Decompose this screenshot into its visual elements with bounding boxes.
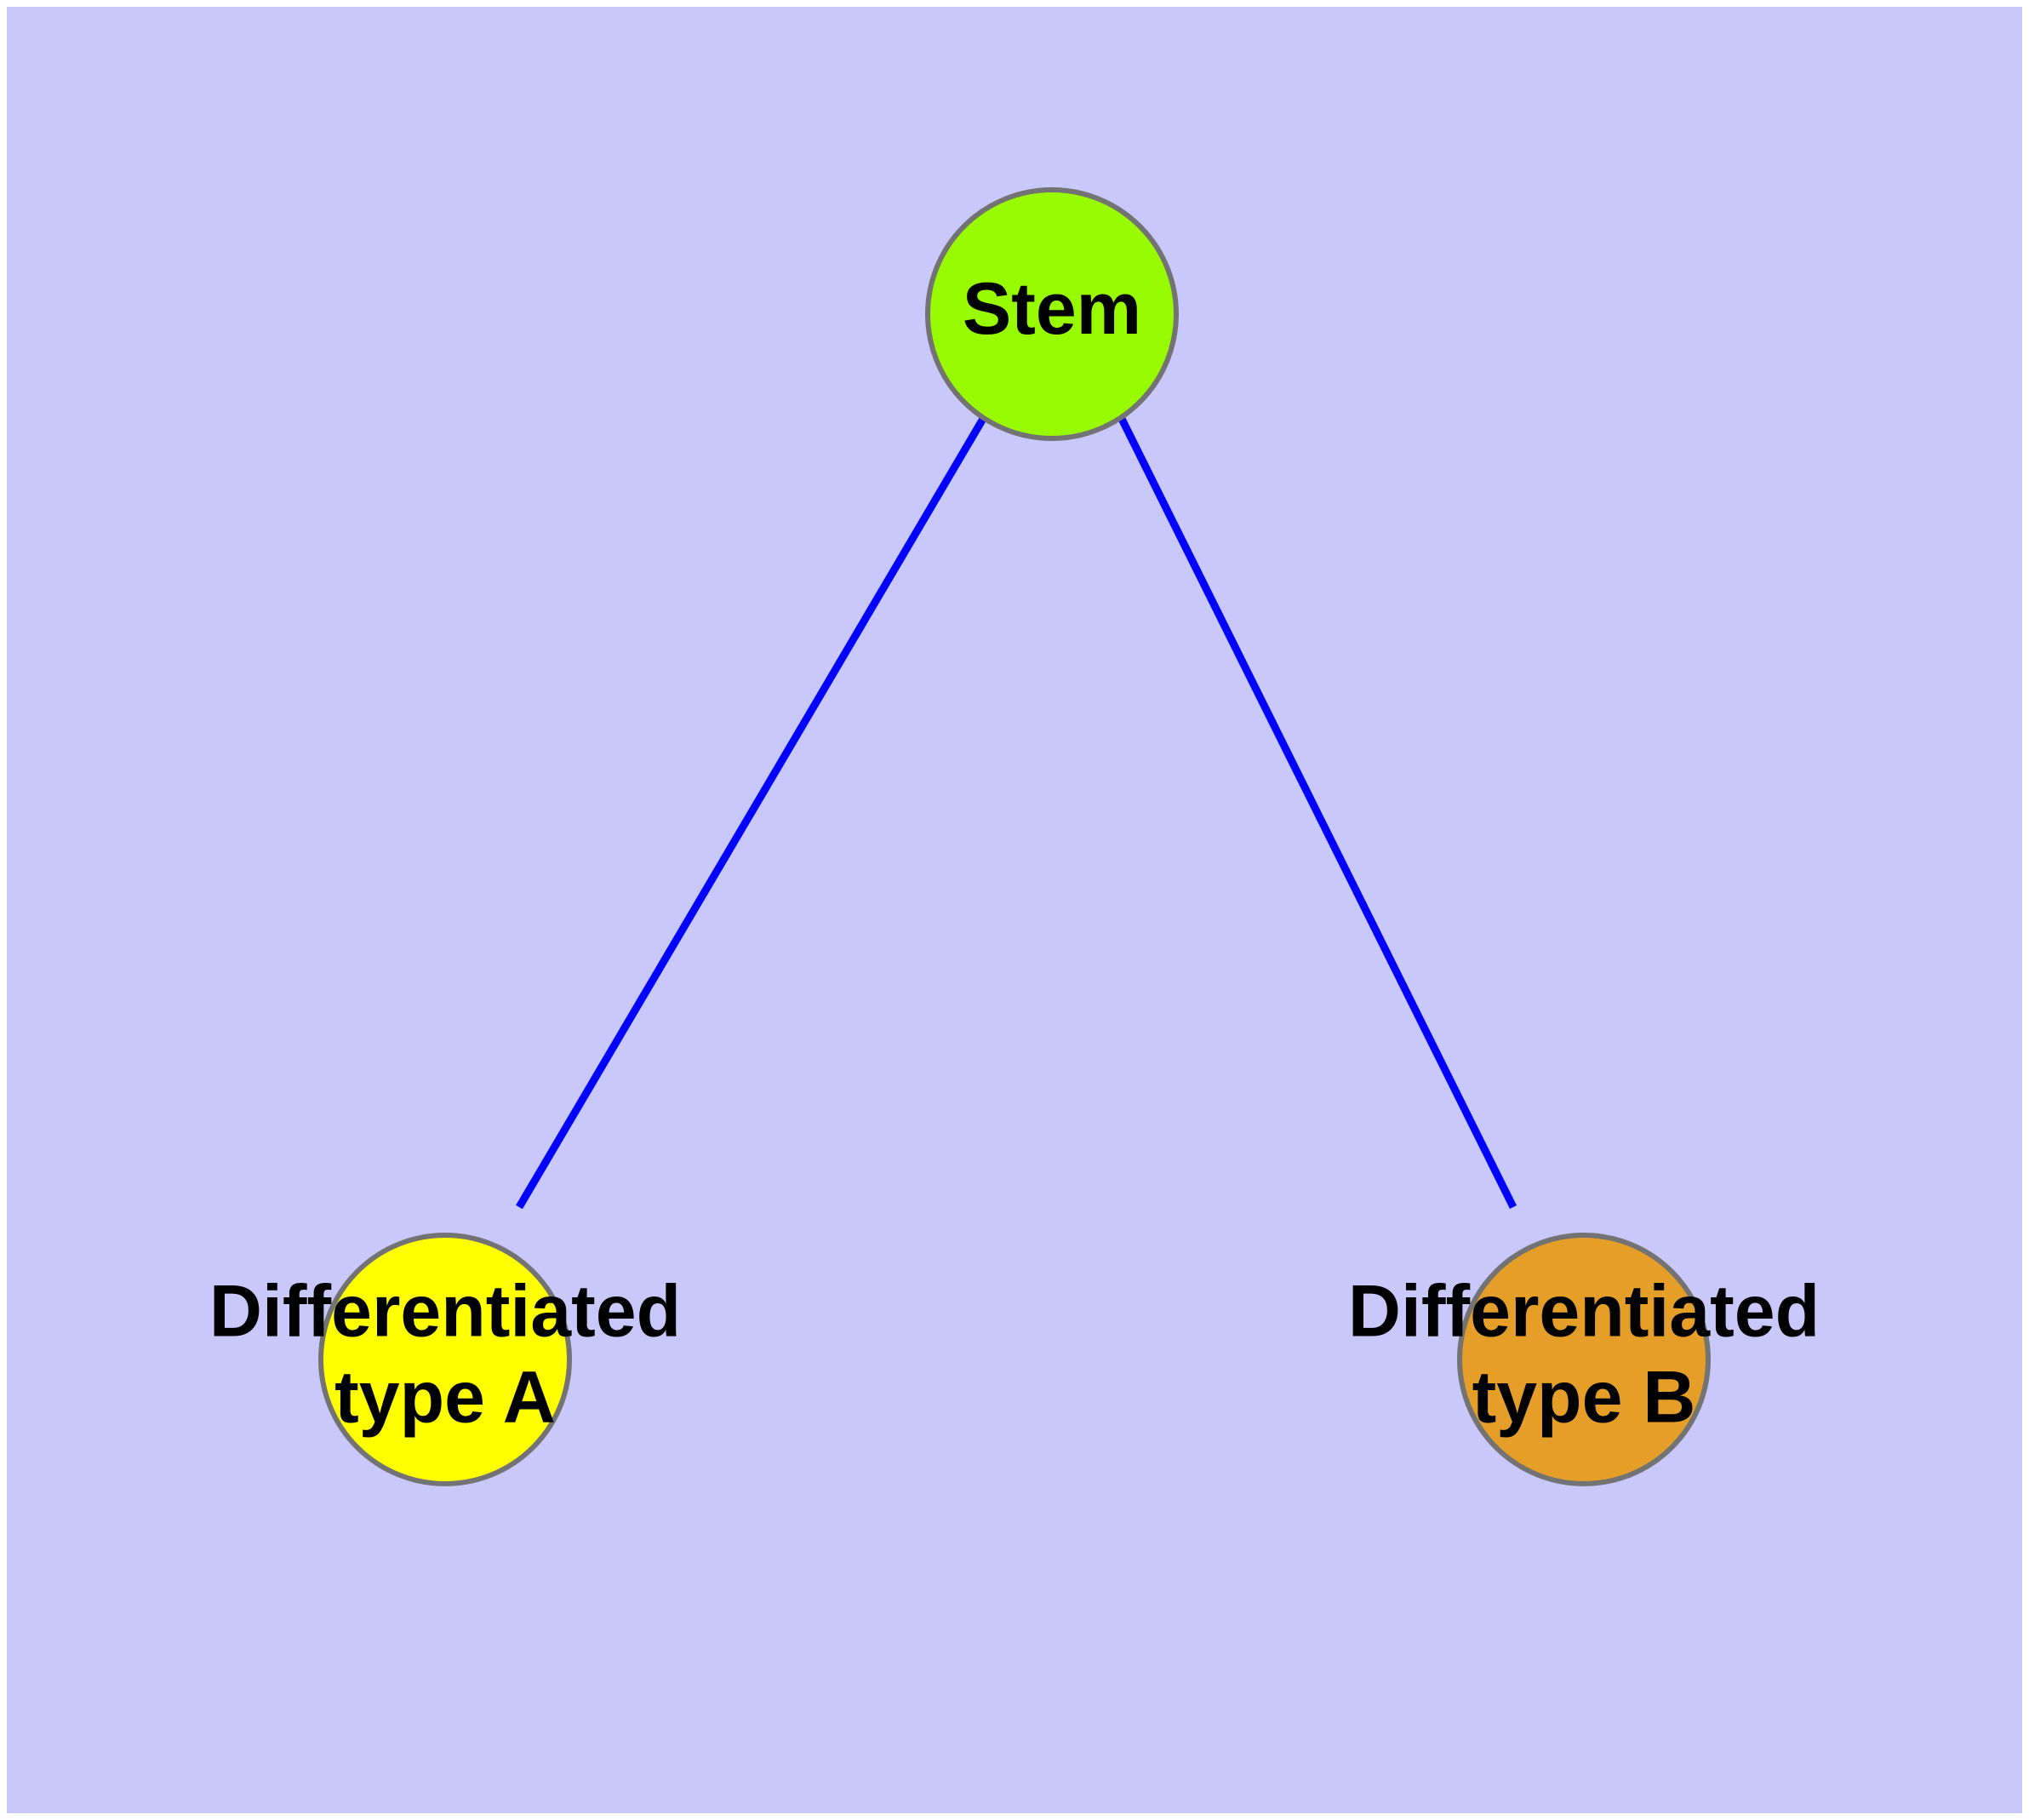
graph-node-diff-a[interactable] xyxy=(318,1233,572,1486)
node-label-line: Differentiated xyxy=(1348,1270,1820,1352)
node-label-line: type A xyxy=(334,1356,556,1438)
edges-layer xyxy=(516,416,1517,1210)
node-label-line: Stem xyxy=(963,268,1141,350)
node-label-line: Differentiated xyxy=(209,1270,681,1352)
graph-node-diff-b[interactable] xyxy=(1457,1233,1711,1486)
node-circles xyxy=(318,187,1711,1486)
graph-edge-stem-to-diff-b[interactable] xyxy=(1117,416,1517,1210)
node-label-stem: Stem xyxy=(963,268,1141,350)
graph-edge-stem-to-diff-a[interactable] xyxy=(516,416,986,1210)
node-label-line: type B xyxy=(1472,1356,1696,1438)
graph-node-stem[interactable] xyxy=(925,187,1179,441)
